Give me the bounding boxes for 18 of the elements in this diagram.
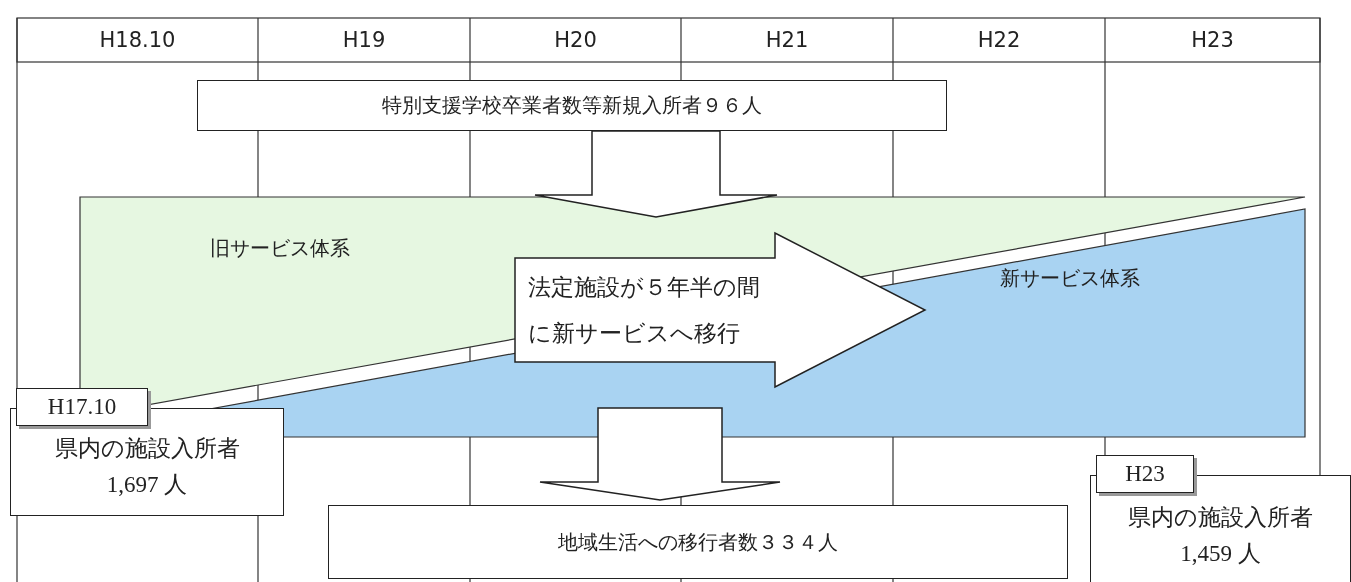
area-label: 旧サービス体系 [210,236,350,261]
process-box: 特別支援学校卒業者数等新規入所者９６人 [197,80,947,131]
block-arrow [534,130,778,218]
area-label: 新サービス体系 [1000,266,1140,291]
process-box: 地域生活への移行者数３３４人 [328,505,1068,579]
count-text: 県内の施設入所者 1,697 人 [53,435,241,499]
block-arrow [514,231,927,389]
column-header: H22 [976,27,1022,54]
block-arrow [539,407,781,501]
column-header: H21 [764,27,810,54]
date-tab: H23 [1096,455,1194,493]
column-header: H23 [1190,27,1235,54]
count-text: 県内の施設入所者 1,459 人 [1127,504,1314,568]
column-header: H19 [341,27,387,54]
column-header: H18.10 [98,27,177,54]
date-tab: H17.10 [16,388,148,426]
column-header: H20 [553,27,598,54]
edge-label: 法定施設が５年半の間に新サービスへ移行 [528,273,761,348]
